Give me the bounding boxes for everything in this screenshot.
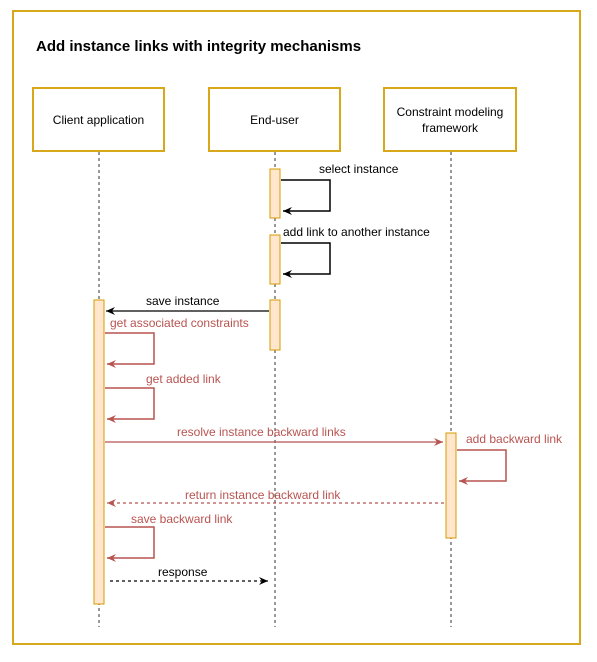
message-label: save instance (146, 294, 220, 308)
participant-end-user[interactable]: End-user (208, 87, 341, 152)
activation-bar (269, 299, 281, 351)
message-label: get associated constraints (110, 316, 249, 330)
participant-constraint-modeling-framework[interactable]: Constraint modeling framework (383, 87, 517, 152)
message-arrow (281, 179, 331, 215)
message-label: get added link (146, 372, 222, 386)
message-arrow (105, 526, 155, 562)
activation-bar (445, 432, 457, 539)
message-label: return instance backward link (185, 488, 341, 502)
diagram-title: Add instance links with integrity mechan… (36, 38, 362, 55)
message-label: resolve instance backward links (177, 425, 346, 439)
message-arrow (105, 332, 155, 368)
message-label: add backward link (466, 432, 563, 446)
activation-bar (269, 234, 281, 285)
activation-bar (93, 299, 105, 605)
message-arrow (281, 242, 331, 278)
participant-label: Constraint modeling framework (396, 104, 504, 135)
message-arrow (457, 449, 507, 485)
participant-client-application[interactable]: Client application (32, 87, 165, 152)
activation-bar (269, 168, 281, 219)
diagram-frame (12, 10, 581, 645)
message-label: add link to another instance (283, 225, 430, 239)
participant-label: Client application (52, 112, 145, 127)
participant-label: End-user (250, 112, 299, 127)
message-label: select instance (319, 162, 399, 176)
message-label: response (158, 565, 208, 579)
message-label: save backward link (131, 512, 233, 526)
message-arrow (105, 387, 155, 423)
